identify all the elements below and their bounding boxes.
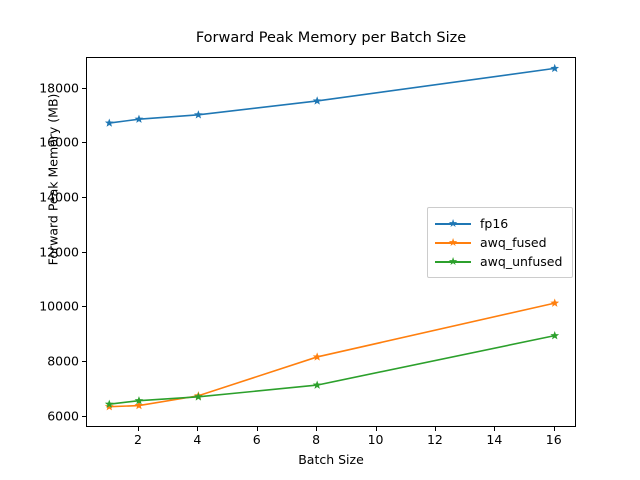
data-point-marker (104, 402, 114, 411)
data-point-marker (134, 396, 144, 405)
series-canvas (104, 63, 560, 411)
series-line (109, 67, 555, 124)
x-tick-label: 4 (193, 432, 202, 447)
y-axis-tick-labels: 6000 8000 10000 12000 14000 16000 18000 (0, 0, 79, 480)
series-awq_fused (104, 298, 560, 411)
y-tick-label: 16000 (39, 134, 79, 150)
y-tick-label: 8000 (47, 353, 79, 369)
data-point-marker (134, 400, 144, 410)
data-point-marker (550, 298, 560, 307)
legend-label: fp16 (480, 216, 509, 231)
page-title: Forward Peak Memory per Batch Size (195, 30, 467, 46)
y-tickmark (82, 415, 86, 417)
y-tick-label: 14000 (39, 189, 79, 205)
legend-swatch-icon: ★ (435, 255, 471, 269)
legend-line (435, 242, 471, 244)
x-tickmark (494, 427, 496, 431)
y-tickmark (82, 87, 86, 89)
y-tickmark (82, 142, 86, 144)
series-line (109, 302, 555, 408)
y-tickmark (82, 306, 86, 308)
x-tick-label: 2 (133, 432, 142, 447)
plot-area (86, 57, 576, 427)
x-tick-label: 6 (252, 432, 261, 447)
x-tickmark (256, 427, 258, 431)
x-tick-label: 14 (486, 432, 503, 447)
legend-line (435, 223, 471, 225)
data-point-marker (312, 380, 322, 389)
series-line (109, 334, 555, 406)
data-point-marker (193, 110, 203, 119)
legend-star-icon: ★ (448, 254, 458, 268)
legend-star-icon: ★ (448, 235, 458, 249)
y-tick-label: 10000 (39, 298, 79, 314)
data-point-marker (193, 392, 203, 401)
x-tick-label: 10 (367, 432, 384, 447)
data-point-marker (104, 118, 114, 127)
legend-swatch-icon: ★ (435, 217, 471, 231)
x-tick-label: 8 (312, 432, 321, 447)
data-point-marker (104, 399, 114, 408)
data-point-marker (312, 96, 322, 105)
legend-line (435, 261, 471, 263)
legend-item-awq_fused[interactable]: ★ awq_fused (435, 233, 564, 252)
y-tickmark (82, 196, 86, 198)
data-point-marker (134, 114, 144, 123)
legend-swatch-icon: ★ (435, 236, 471, 250)
legend: ★ fp16 ★ awq_fused ★ awq_unfused (427, 207, 573, 278)
x-axis-tick-labels: 2 4 6 8 10 12 14 16 (0, 432, 640, 452)
y-tickmark (82, 360, 86, 362)
y-tick-label: 12000 (39, 244, 79, 260)
x-tickmark (137, 427, 140, 431)
x-tickmark (316, 427, 318, 431)
y-tick-label: 6000 (47, 408, 79, 424)
legend-item-fp16[interactable]: ★ fp16 (435, 214, 564, 233)
x-tick-label: 16 (545, 432, 562, 447)
x-axis-label: Batch Size (298, 452, 364, 467)
x-tickmark (553, 427, 555, 431)
data-point-marker (550, 331, 560, 340)
legend-label: awq_fused (480, 235, 547, 250)
legend-label: awq_unfused (480, 254, 563, 269)
y-tick-label: 18000 (39, 80, 79, 96)
data-point-marker (312, 352, 322, 361)
data-point-marker (550, 63, 560, 73)
x-tickmark (375, 427, 377, 431)
legend-item-awq_unfused[interactable]: ★ awq_unfused (435, 252, 564, 271)
series-awq_unfused (104, 331, 560, 408)
legend-star-icon: ★ (448, 216, 458, 230)
x-tickmark (197, 427, 199, 431)
x-tickmark (434, 427, 437, 431)
x-tick-label: 12 (426, 432, 443, 447)
series-fp16 (104, 63, 560, 127)
y-tickmark (82, 251, 86, 253)
